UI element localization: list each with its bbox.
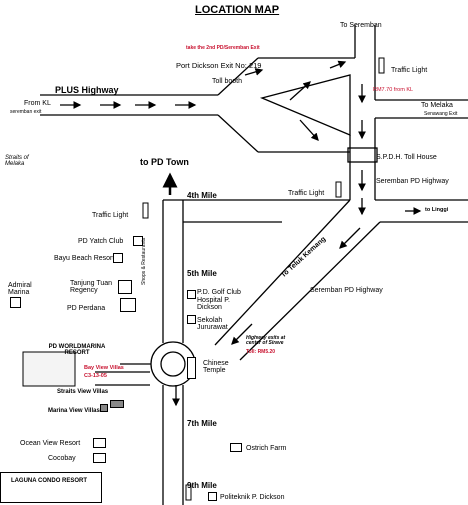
label-tanjung-tuan-regency: Tanjung Tuan Regency [70, 280, 113, 294]
label-exit-no: Port Dickson Exit No: 219 [176, 61, 262, 70]
label-pd-yatch-club: PD Yatch Club [78, 238, 124, 245]
marker-chinese-temple [187, 357, 196, 379]
marker-admiral-marina [10, 297, 21, 308]
roads [40, 25, 468, 505]
label-straits-of-melaka: Straits of Melaka [5, 155, 29, 167]
label-marina-view-villas: Marina View Villas [48, 408, 100, 414]
label-sekolah-jururawat: Sekolah Jururawat [197, 317, 228, 331]
label-traffic-light-2: Traffic Light [288, 190, 325, 197]
label-4th-mile: 4th Mile [187, 191, 217, 200]
label-politeknik: Politeknik P. Dickson [220, 494, 285, 501]
label-7th-mile: 7th Mile [187, 419, 217, 428]
label-to-pd-town: to PD Town [140, 157, 189, 167]
marker-sekolah [187, 315, 196, 324]
map-title: LOCATION MAP [195, 4, 280, 16]
marker-straits-view-villas [110, 400, 124, 408]
label-seremban-exit: seremban exit [10, 109, 42, 115]
label-toll-booth: Toll booth [212, 78, 242, 85]
label-ocean-view-resort: Ocean View Resort [20, 440, 81, 447]
label-to-melaka: To Melaka [421, 102, 453, 109]
label-to-seremban: To Seremban [340, 22, 382, 29]
laguna-condo-resort-box [0, 472, 102, 503]
label-ostrich-farm: Ostrich Farm [246, 445, 287, 452]
marker-marina-view-villas [100, 404, 108, 412]
label-cocobay: Cocobay [48, 455, 76, 462]
marker-pd-perdana [120, 298, 136, 312]
marker-cocobay [93, 453, 106, 463]
label-take-2nd-exit: take the 2nd PD/Seremban Exit [186, 45, 260, 51]
label-shops-restaurants: Shops & Restaurants [141, 237, 147, 285]
label-laguna-condo-resort: LAGUNA CONDO RESORT [10, 478, 88, 484]
label-5th-mile: 5th Mile [187, 269, 217, 278]
label-toll-amount-2: Toll: RM5.20 [246, 349, 276, 355]
marker-ocean-view-resort [93, 438, 106, 448]
marker-pd-golf-club [187, 290, 196, 299]
label-plus-highway: PLUS Highway [55, 85, 119, 95]
label-toll-amount-kl: RM7.70 from KL [373, 87, 414, 93]
label-bay-view-villas: Bay View Villas [84, 365, 124, 371]
marker-ostrich-farm [230, 443, 242, 452]
direction-arrows [60, 60, 422, 407]
marker-pd-yatch-club [133, 236, 143, 246]
label-traffic-light-3: Traffic Light [92, 212, 129, 219]
label-pd-perdana: PD Perdana [67, 305, 106, 312]
label-seremban-pd-highway-2: Seremban PD Highway [310, 287, 383, 294]
label-to-linggi: to Linggi [425, 207, 449, 213]
label-bayu-beach-resort: Bayu Beach Resort [54, 255, 115, 262]
coastline [22, 351, 76, 387]
label-seremban-pd-highway-1: Seremban PD Highway [376, 178, 449, 185]
marker-tanjung-tuan-regency [118, 280, 132, 294]
marker-politeknik [208, 492, 217, 501]
marker-bayu-beach-resort [113, 253, 123, 263]
traffic-lights [142, 57, 385, 501]
label-straits-view-villas: Straits View Villas [57, 389, 109, 395]
label-senawang-exit: Senawang Exit [424, 111, 458, 117]
label-traffic-light-1: Traffic Light [391, 67, 428, 74]
label-highway-exits: Highway exits at center of Sirave [246, 335, 286, 346]
label-admiral-marina: Admiral Marina [8, 282, 32, 296]
label-from-kl: From KL [24, 100, 51, 107]
label-chinese-temple: Chinese Temple [203, 360, 229, 374]
label-spdh-toll-house: S.P.D.H. Toll House [376, 154, 437, 161]
label-hospital-pd: Hospital P. Dickson [197, 297, 230, 311]
label-pd-golf-club: P.D. Golf Club [197, 289, 241, 296]
label-bay-view-code: C3-13-05 [84, 373, 107, 379]
label-9th-mile: 9th Mile [187, 481, 217, 490]
label-pd-worldmarina-resort: PD WORLDMARINA RESORT [48, 344, 106, 356]
